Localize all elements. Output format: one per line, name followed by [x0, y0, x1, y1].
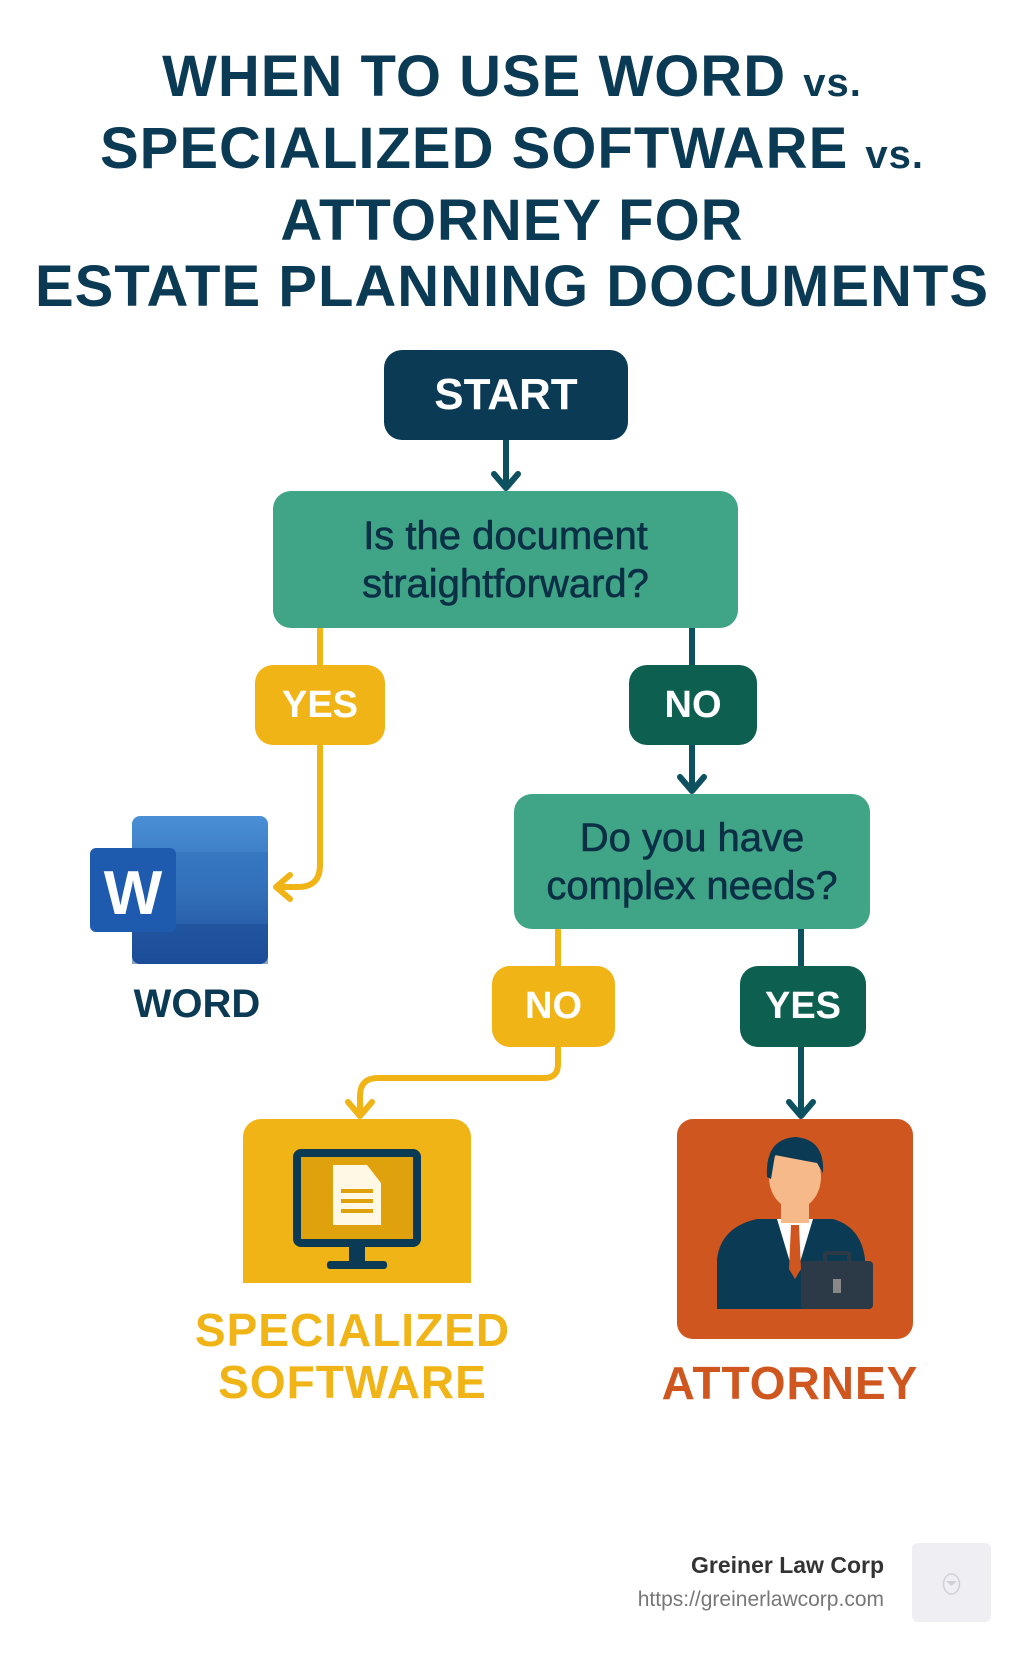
software-label-line-1: SPECIALIZED: [194, 1304, 511, 1356]
footer-url[interactable]: https://greinerlawcorp.com: [637, 1588, 884, 1611]
title-line-2: SPECIALIZED SOFTWARE: [100, 116, 849, 181]
start-node: START: [384, 350, 628, 440]
question-straightforward: Is the document straightforward?: [273, 491, 738, 628]
yes-badge-q2: YES: [740, 966, 866, 1047]
question-complex-needs: Do you have complex needs?: [514, 794, 870, 929]
arrow-no-to-software: [345, 926, 561, 1119]
outcome-software-label: SPECIALIZED SOFTWARE: [180, 1304, 525, 1408]
title-line-4: ESTATE PLANNING DOCUMENTS: [34, 254, 990, 319]
word-icon: W: [90, 816, 268, 964]
question-2-text: Do you have complex needs?: [546, 815, 838, 908]
title-line-1: WHEN TO USE WORD: [162, 44, 787, 109]
yes-badge-q1: YES: [255, 665, 385, 745]
attorney-person-icon: [717, 1137, 873, 1309]
outcome-word-label: WORD: [133, 982, 261, 1026]
arrow-yes-to-attorney: [786, 926, 816, 1119]
title-vs: vs.: [803, 61, 862, 105]
svg-text:W: W: [104, 859, 163, 928]
question-1-text: Is the document straightforward?: [362, 513, 649, 606]
software-label-line-2: SOFTWARE: [218, 1356, 487, 1408]
computer-document-icon: [293, 1149, 421, 1269]
title-line-3: ATTORNEY FOR: [280, 188, 744, 253]
page-title: WHEN TO USE WORD vs. SPECIALIZED SOFTWAR…: [0, 44, 1024, 320]
footer-company: Greiner Law Corp: [691, 1552, 884, 1578]
arrow-yes-to-word: [273, 625, 323, 902]
outcome-attorney-box: [677, 1119, 913, 1339]
company-logo: [912, 1543, 991, 1622]
arrow-start-to-q1: [491, 437, 521, 491]
no-badge-q2: NO: [492, 966, 615, 1047]
outcome-software-box: [243, 1119, 471, 1283]
logo-icon: [942, 1573, 961, 1595]
arrow-no-to-q2: [677, 625, 707, 794]
outcome-attorney-label: ATTORNEY: [661, 1357, 919, 1409]
no-badge-q1: NO: [629, 665, 757, 745]
title-vs: vs.: [865, 133, 924, 177]
